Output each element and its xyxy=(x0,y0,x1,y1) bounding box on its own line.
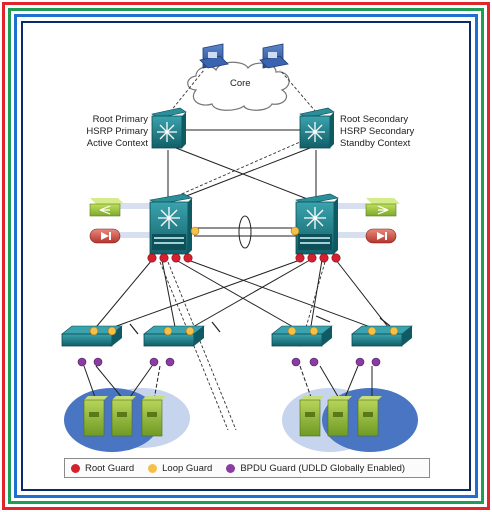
server-1 xyxy=(83,396,108,437)
left-switch-line-2: HSRP Primary xyxy=(86,126,148,137)
left-switch-line-3: Active Context xyxy=(86,138,148,149)
left-switch-line-1: Root Primary xyxy=(92,114,148,125)
server-2 xyxy=(111,396,136,437)
server-5 xyxy=(327,396,352,437)
bpdu-guard-markers xyxy=(77,357,381,367)
legend-bpdu-guard: BPDU Guard (UDLD Globally Enabled) xyxy=(226,463,405,474)
blue-frame xyxy=(14,14,478,498)
root-guard-dot-icon xyxy=(71,463,80,473)
legend-root-guard: Root Guard xyxy=(71,463,134,474)
aggregation-switch-left xyxy=(149,193,193,255)
top-switch-right xyxy=(299,107,335,149)
green-frame xyxy=(8,8,484,504)
core-router-right xyxy=(259,43,289,69)
server-4 xyxy=(299,396,324,437)
load-balancer-module-left-icon xyxy=(89,228,121,244)
access-switch-4 xyxy=(351,325,413,347)
access-switch-2 xyxy=(143,325,205,347)
access-switch-3 xyxy=(271,325,333,347)
right-switch-label: Root Secondary HSRP Secondary Standby Co… xyxy=(340,114,450,150)
right-switch-line-1: Root Secondary xyxy=(340,114,409,125)
legend-loop-guard-label: Loop Guard xyxy=(162,462,213,474)
legend-root-guard-label: Root Guard xyxy=(85,462,135,474)
firewall-module-left-icon xyxy=(89,198,124,217)
top-switch-left xyxy=(151,107,187,149)
root-guard-markers xyxy=(147,253,341,263)
loop-guard-dot-icon xyxy=(148,463,158,473)
bpdu-guard-dot-icon xyxy=(226,463,236,473)
legend-bpdu-guard-label: BPDU Guard (UDLD Globally Enabled) xyxy=(240,462,406,474)
right-switch-line-3: Standby Context xyxy=(340,138,411,149)
left-switch-label: Root Primary HSRP Primary Active Context xyxy=(62,114,148,150)
core-label: Core xyxy=(230,78,251,89)
right-switch-line-2: HSRP Secondary xyxy=(340,126,415,137)
inner-navy-frame xyxy=(21,21,471,491)
server-6 xyxy=(357,396,382,437)
server-3 xyxy=(141,396,166,437)
loop-guard-markers xyxy=(89,226,399,336)
firewall-module-right-icon xyxy=(365,198,400,217)
core-router-left xyxy=(199,43,229,69)
legend-loop-guard: Loop Guard xyxy=(148,463,212,474)
aggregation-switch-right xyxy=(295,193,339,255)
load-balancer-module-right-icon xyxy=(365,228,397,244)
legend: Root Guard Loop Guard BPDU Guard (UDLD G… xyxy=(64,458,430,478)
